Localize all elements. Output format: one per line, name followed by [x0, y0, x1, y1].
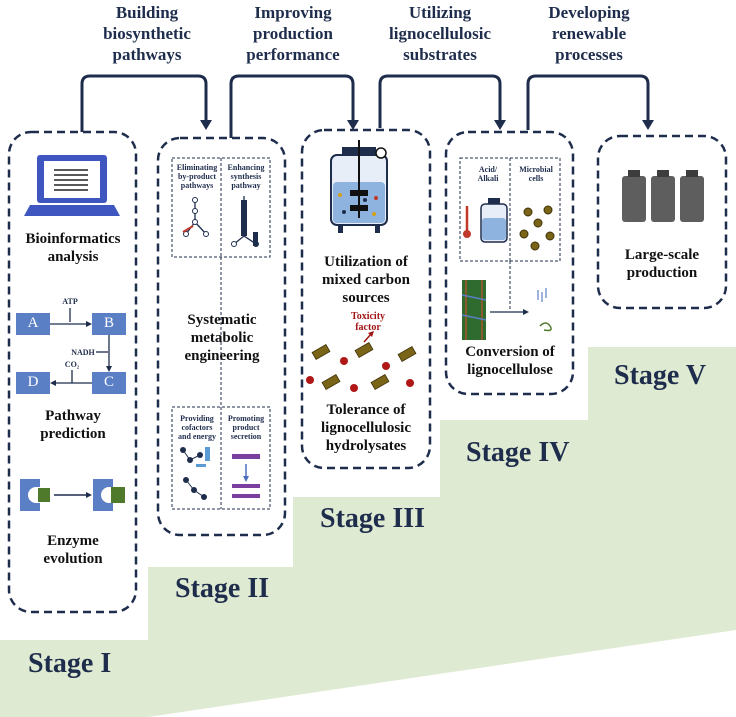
atp-label: ATP — [62, 297, 78, 306]
node-c: C — [103, 374, 114, 390]
lignocellulose-icon — [461, 280, 552, 340]
cofactors-energy-label: Providing cofactors and energy — [178, 414, 216, 441]
header-building-pathways: Building biosynthetic pathways — [103, 3, 191, 64]
header-renewable-processes: Developing renewable processes — [548, 3, 630, 64]
bioreactor-icon — [330, 140, 388, 233]
enhancing-synthesis-label: Enhancing synthesis pathway — [227, 163, 265, 190]
enzyme-evolution-label: Enzyme evolution — [43, 533, 103, 567]
pretreatment-reactor-icon — [463, 198, 508, 243]
stage-5-label: Stage V — [614, 360, 707, 391]
node-d: D — [27, 374, 39, 390]
toxicity-factor-label: Toxicity factor — [350, 311, 386, 333]
bioinformatics-label: Bioinformatics analysis — [25, 231, 121, 265]
systematic-engineering-label: Systematic metabolic engineering — [184, 312, 260, 364]
node-b: B — [103, 315, 114, 331]
cofactor-icon — [180, 447, 210, 500]
mixed-carbon-label: Utilization of mixed carbon sources — [322, 254, 410, 306]
product-secretion-label: Promoting product secretion — [227, 414, 265, 441]
toxicity-cells-icon — [306, 331, 417, 392]
stage-4-label: Stage IV — [466, 437, 570, 468]
secretion-icon — [232, 454, 260, 498]
pathway-graph-icon — [182, 196, 259, 247]
laptop-icon — [24, 155, 120, 216]
pathway-boxes — [16, 313, 126, 394]
tolerance-label: Tolerance of lignocellulosic hydrolysate… — [321, 402, 411, 454]
microbial-cells-label: Microbial cells — [519, 165, 553, 183]
header-improving-performance: Improving production performance — [246, 3, 340, 64]
large-scale-production-label: Large-scale production — [624, 247, 700, 281]
eliminating-byproduct-label: Eliminating by-product pathways — [176, 163, 218, 190]
pathway-prediction-label: Pathway prediction — [40, 408, 106, 442]
stage-2-label: Stage II — [175, 573, 270, 604]
co2-label: CO₂ — [64, 360, 80, 369]
pathway-arrows — [50, 308, 110, 384]
production-tanks-icon — [622, 170, 704, 222]
header-utilizing-substrates: Utilizing lignocellulosic substrates — [389, 3, 491, 64]
stage-1-label: Stage I — [28, 648, 112, 679]
panel2-quadrants — [171, 157, 271, 510]
staircase-background — [0, 347, 736, 717]
microbial-cells-icon — [519, 205, 555, 251]
panel4-quadrants — [459, 157, 561, 310]
enzyme-icon — [20, 479, 125, 511]
stage-connectors — [80, 74, 650, 148]
stage-3-label: Stage III — [320, 503, 426, 534]
arrowheads — [200, 120, 654, 130]
acid-alkali-label: Acid/ Alkali — [477, 165, 499, 183]
nadh-label: NADH — [71, 348, 95, 357]
conversion-lignocellulose-label: Conversion of lignocellulose — [465, 344, 555, 378]
node-a: A — [27, 315, 39, 331]
